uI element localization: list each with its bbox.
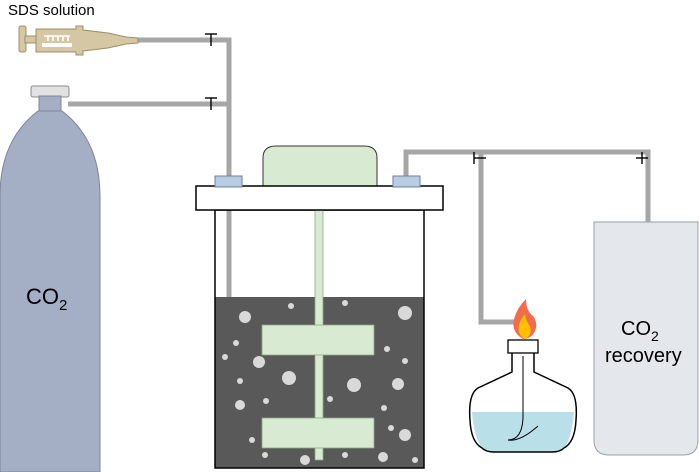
- sds-syringe: SDS solution: [8, 2, 139, 56]
- flame-core: [518, 314, 531, 339]
- alcohol-lamp: [468, 299, 578, 453]
- lamp-flask: [468, 352, 578, 453]
- sds-solution-label: SDS solution: [8, 2, 95, 19]
- reactor-lid: [195, 185, 444, 211]
- co2-recovery-tank: CO2 recovery: [593, 221, 699, 456]
- co2-cylinder: CO2: [0, 85, 101, 472]
- gas-outlet-port: [392, 175, 421, 188]
- cylinder-body: [0, 110, 101, 472]
- cylinder-valve-cap: [30, 85, 70, 98]
- lamp-wick: [507, 356, 539, 441]
- pipe-reactor-to-recovery: [403, 149, 651, 222]
- stirrer-blade-lower: [261, 417, 375, 449]
- recovery-tank-body: [593, 221, 699, 456]
- pipe-syringe-to-reactor: [135, 37, 232, 178]
- cylinder-valve-neck: [38, 95, 62, 113]
- co2-recovery-label-line2: recovery: [605, 345, 682, 367]
- valve-syringe-line: [205, 33, 217, 46]
- lamp-liquid: [472, 412, 574, 452]
- valve-recovery-line: [636, 152, 648, 164]
- pipe-branch-to-lamp: [478, 152, 516, 325]
- gas-inlet-port: [214, 175, 243, 188]
- co2-cylinder-label: CO2: [26, 284, 67, 314]
- valve-cylinder-line: [205, 97, 217, 110]
- syringe-graduations: [42, 35, 72, 47]
- stirrer-blade-upper: [261, 324, 375, 356]
- co2-recovery-label-line1: CO2: [621, 318, 659, 344]
- lamp-collar: [507, 339, 539, 354]
- valve-lamp-branch: [473, 152, 486, 164]
- stirrer-motor-housing: [262, 145, 378, 187]
- valves: [205, 33, 648, 164]
- syringe-barrel: [35, 25, 139, 56]
- reactor: [195, 145, 444, 469]
